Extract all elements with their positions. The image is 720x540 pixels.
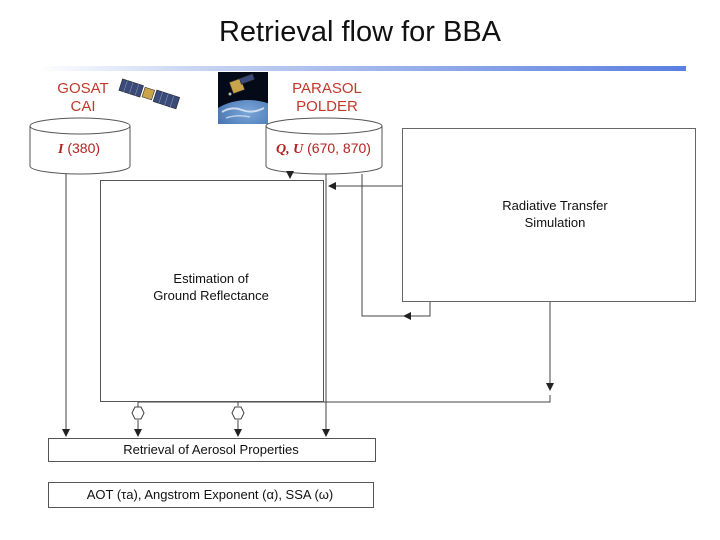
estimation-label: Estimation of Ground Reflectance [120, 270, 302, 304]
radiative-transfer-label: Radiative Transfer Simulation [470, 197, 640, 231]
parasol-wavelengths: (670, 870) [307, 140, 371, 156]
rt-line1: Radiative Transfer [502, 198, 608, 213]
output-box [48, 482, 374, 508]
gosat-wavelength: (380) [67, 140, 101, 156]
retrieval-label: Retrieval of Aerosol Properties [123, 442, 299, 457]
connector-node-2 [231, 406, 245, 420]
page-title: Retrieval flow for BBA [218, 16, 502, 48]
polder-name: POLDER [296, 98, 358, 115]
gosat-database [29, 117, 131, 175]
gosat-data-label: I (380) [58, 140, 100, 158]
parasol-variables: Q, U [276, 142, 304, 157]
rt-line2: Simulation [524, 215, 586, 230]
est-line2: Ground Reflectance [153, 288, 269, 303]
gosat-name: GOSAT [57, 80, 109, 97]
parasol-data-label: Q, U (670, 870) [276, 140, 371, 158]
cai-name: CAI [70, 98, 96, 115]
output-label: AOT (τa), Angstrom Exponent (α), SSA (ω) [86, 487, 334, 502]
parasol-database [265, 117, 383, 175]
parasol-label: PARASOL POLDER [282, 80, 372, 116]
connector-node-1 [131, 406, 145, 420]
gosat-variable: I [58, 142, 64, 157]
title-underline [36, 66, 686, 71]
parasol-name: PARASOL [292, 80, 362, 97]
gosat-label: GOSAT CAI [48, 80, 118, 116]
radiative-transfer-box [402, 128, 696, 302]
connectors [62, 171, 554, 437]
arrow-rt-loop [361, 174, 431, 317]
earth-satellite-image [218, 72, 268, 124]
est-line1: Estimation of [173, 271, 249, 286]
satellite-icon [118, 78, 181, 110]
retrieval-box [48, 438, 376, 462]
estimation-box [100, 180, 324, 402]
